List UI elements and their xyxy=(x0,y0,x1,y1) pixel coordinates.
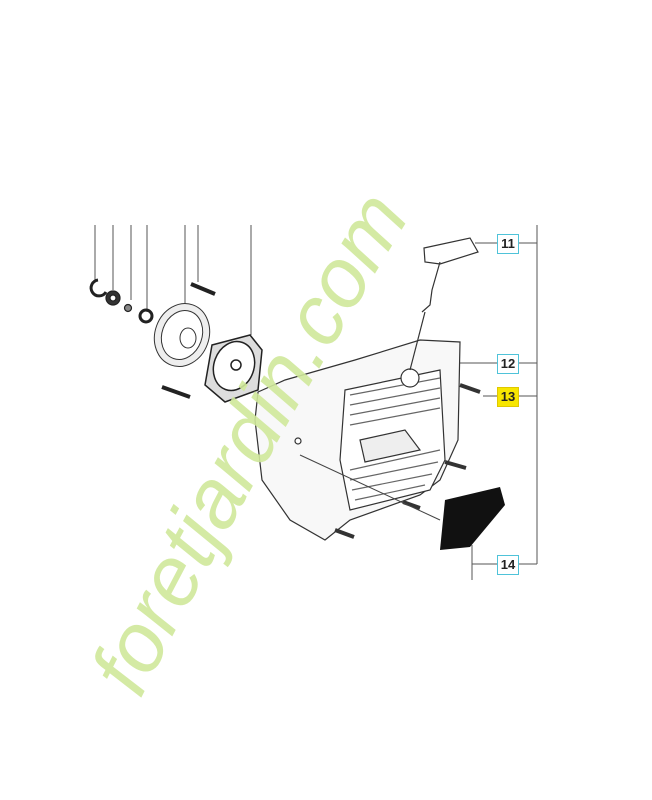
screws xyxy=(334,383,481,539)
starter-cover xyxy=(254,339,461,541)
callout-12[interactable]: 12 xyxy=(497,354,519,374)
starter-housing xyxy=(161,282,263,403)
callout-14[interactable]: 14 xyxy=(497,555,519,575)
leader-lines xyxy=(94,225,538,580)
callout-11[interactable]: 11 xyxy=(497,234,519,254)
starter-small-parts xyxy=(89,278,154,324)
starter-handle xyxy=(409,237,479,371)
callout-13-highlighted[interactable]: 13 xyxy=(497,387,519,407)
filter-pad xyxy=(440,487,505,550)
pulley xyxy=(153,303,211,367)
